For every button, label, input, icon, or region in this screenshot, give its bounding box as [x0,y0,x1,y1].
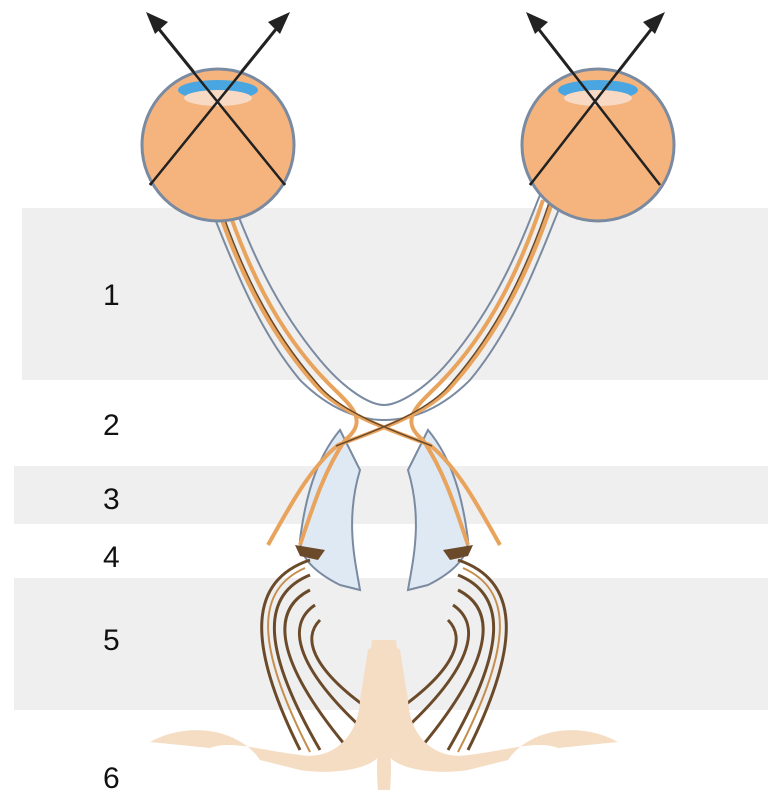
label-5: 5 [103,624,120,657]
arrowhead-icon [268,12,290,34]
band-3 [14,466,768,524]
label-6: 6 [103,762,120,795]
arrowhead-icon [146,12,168,34]
left-eye [142,69,294,221]
label-2: 2 [103,409,120,442]
arrowhead-icon [643,12,665,34]
arrowhead-icon [526,12,548,34]
right-eye [522,69,674,221]
label-4: 4 [103,541,120,574]
label-3: 3 [103,483,120,516]
label-1: 1 [103,279,120,312]
arrow-heads [146,12,665,34]
band-1 [22,208,768,380]
